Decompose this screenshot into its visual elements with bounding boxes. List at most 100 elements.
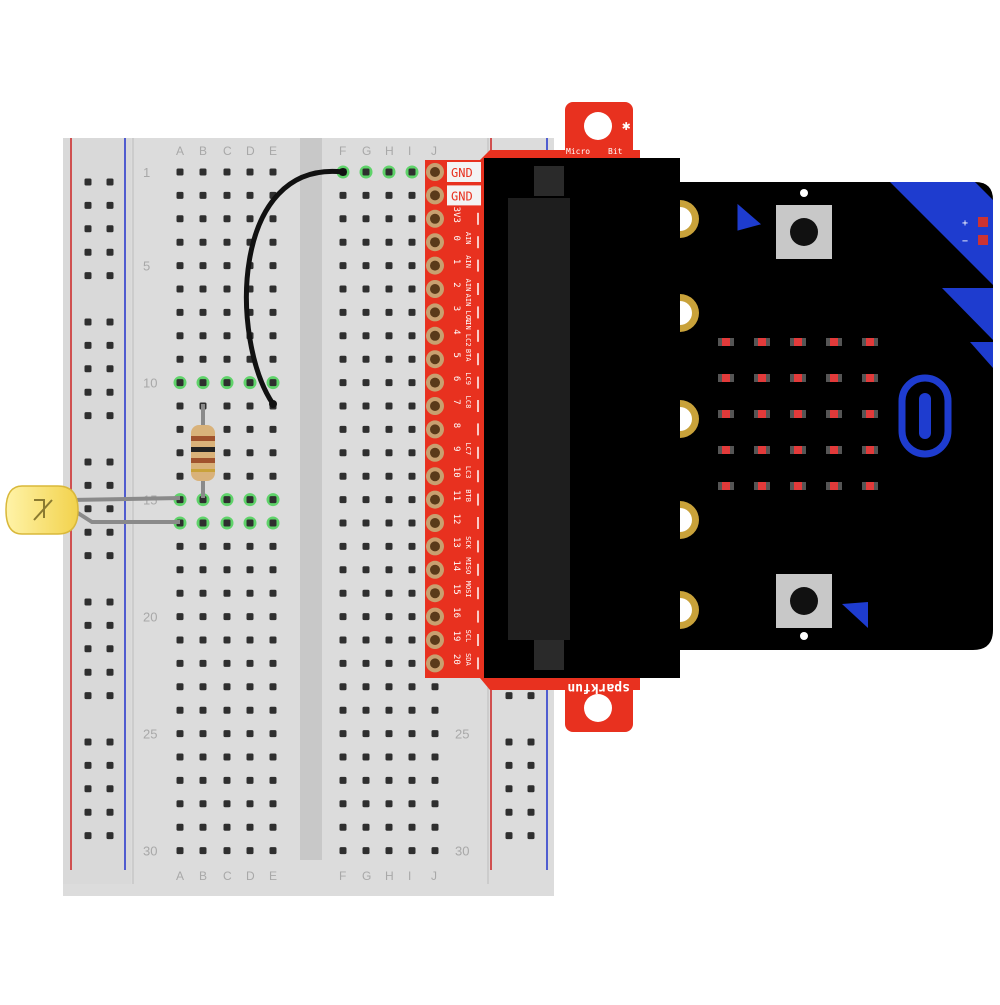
- breadboard-hole[interactable]: [176, 753, 184, 761]
- breadboard-hole[interactable]: [269, 285, 277, 293]
- breadboard-hole[interactable]: [269, 379, 277, 387]
- breadboard-hole[interactable]: [431, 730, 439, 738]
- breadboard-hole[interactable]: [84, 528, 92, 536]
- breadboard-hole[interactable]: [84, 201, 92, 209]
- breadboard-hole[interactable]: [269, 659, 277, 667]
- breadboard-hole[interactable]: [385, 566, 393, 574]
- breadboard-hole[interactable]: [339, 659, 347, 667]
- breadboard-hole[interactable]: [362, 730, 370, 738]
- breadboard-hole[interactable]: [223, 730, 231, 738]
- breadboard-hole[interactable]: [408, 472, 416, 480]
- breadboard-hole[interactable]: [527, 832, 535, 840]
- breadboard-hole[interactable]: [199, 285, 207, 293]
- breadboard-hole[interactable]: [385, 683, 393, 691]
- breadboard-hole[interactable]: [106, 341, 114, 349]
- breadboard-hole[interactable]: [223, 847, 231, 855]
- breadboard-hole[interactable]: [362, 776, 370, 784]
- breadboard-hole[interactable]: [246, 566, 254, 574]
- breadboard-hole[interactable]: [269, 683, 277, 691]
- breadboard-hole[interactable]: [362, 566, 370, 574]
- breadboard-hole[interactable]: [223, 308, 231, 316]
- breadboard-hole[interactable]: [408, 589, 416, 597]
- breadboard-hole[interactable]: [339, 285, 347, 293]
- breadboard-hole[interactable]: [362, 589, 370, 597]
- breadboard-hole[interactable]: [362, 519, 370, 527]
- breadboard-hole[interactable]: [339, 215, 347, 223]
- breadboard-hole[interactable]: [176, 308, 184, 316]
- breadboard-hole[interactable]: [84, 481, 92, 489]
- breadboard-hole[interactable]: [199, 215, 207, 223]
- breadboard-hole[interactable]: [84, 738, 92, 746]
- breadboard-hole[interactable]: [246, 449, 254, 457]
- breadboard-hole[interactable]: [269, 847, 277, 855]
- breadboard-hole[interactable]: [199, 800, 207, 808]
- breadboard-hole[interactable]: [385, 262, 393, 270]
- breadboard-hole[interactable]: [223, 215, 231, 223]
- breadboard-hole[interactable]: [505, 832, 513, 840]
- breadboard-hole[interactable]: [199, 566, 207, 574]
- breadboard-hole[interactable]: [176, 847, 184, 855]
- button-b-cap[interactable]: [790, 587, 818, 615]
- breadboard-hole[interactable]: [246, 636, 254, 644]
- breadboard-hole[interactable]: [106, 318, 114, 326]
- breadboard-hole[interactable]: [106, 692, 114, 700]
- breadboard-hole[interactable]: [385, 472, 393, 480]
- breadboard-hole[interactable]: [527, 692, 535, 700]
- breadboard-hole[interactable]: [223, 589, 231, 597]
- breadboard-hole[interactable]: [339, 449, 347, 457]
- breadboard-hole[interactable]: [362, 449, 370, 457]
- breadboard-hole[interactable]: [385, 402, 393, 410]
- breadboard-hole[interactable]: [223, 636, 231, 644]
- breadboard-hole[interactable]: [106, 761, 114, 769]
- breadboard-hole[interactable]: [362, 215, 370, 223]
- jumper-wire[interactable]: [244, 169, 346, 407]
- breadboard-hole[interactable]: [385, 449, 393, 457]
- breadboard-hole[interactable]: [223, 238, 231, 246]
- breadboard-hole[interactable]: [362, 472, 370, 480]
- breadboard-hole[interactable]: [223, 659, 231, 667]
- breadboard-hole[interactable]: [339, 706, 347, 714]
- breadboard-hole[interactable]: [269, 613, 277, 621]
- breadboard-hole[interactable]: [339, 425, 347, 433]
- breadboard-hole[interactable]: [269, 706, 277, 714]
- breadboard-hole[interactable]: [84, 272, 92, 280]
- breadboard-hole[interactable]: [84, 668, 92, 676]
- breadboard-hole[interactable]: [385, 191, 393, 199]
- breadboard-hole[interactable]: [505, 785, 513, 793]
- breadboard-hole[interactable]: [269, 776, 277, 784]
- breadboard-hole[interactable]: [84, 621, 92, 629]
- breadboard-hole[interactable]: [505, 692, 513, 700]
- breadboard-hole[interactable]: [269, 262, 277, 270]
- breadboard-hole[interactable]: [362, 800, 370, 808]
- breadboard-hole[interactable]: [246, 472, 254, 480]
- breadboard-hole[interactable]: [339, 519, 347, 527]
- breadboard-hole[interactable]: [176, 285, 184, 293]
- breadboard-hole[interactable]: [431, 753, 439, 761]
- breadboard-hole[interactable]: [176, 402, 184, 410]
- breadboard-hole[interactable]: [246, 379, 254, 387]
- breadboard-hole[interactable]: [246, 706, 254, 714]
- breadboard-hole[interactable]: [269, 589, 277, 597]
- breadboard-hole[interactable]: [431, 823, 439, 831]
- breadboard-hole[interactable]: [176, 823, 184, 831]
- breadboard-hole[interactable]: [223, 613, 231, 621]
- breadboard-hole[interactable]: [408, 496, 416, 504]
- breadboard-hole[interactable]: [106, 598, 114, 606]
- breadboard-hole[interactable]: [385, 425, 393, 433]
- breadboard-hole[interactable]: [362, 168, 370, 176]
- breadboard-hole[interactable]: [362, 496, 370, 504]
- breadboard-hole[interactable]: [269, 308, 277, 316]
- breadboard-hole[interactable]: [84, 598, 92, 606]
- breadboard-hole[interactable]: [223, 379, 231, 387]
- breadboard-hole[interactable]: [199, 238, 207, 246]
- breadboard-hole[interactable]: [339, 847, 347, 855]
- breadboard-hole[interactable]: [408, 355, 416, 363]
- breadboard-hole[interactable]: [223, 449, 231, 457]
- breadboard-hole[interactable]: [385, 519, 393, 527]
- breadboard-hole[interactable]: [269, 519, 277, 527]
- breadboard-hole[interactable]: [106, 201, 114, 209]
- breadboard-hole[interactable]: [339, 730, 347, 738]
- breadboard-hole[interactable]: [269, 168, 277, 176]
- breadboard-hole[interactable]: [408, 659, 416, 667]
- breadboard-hole[interactable]: [408, 332, 416, 340]
